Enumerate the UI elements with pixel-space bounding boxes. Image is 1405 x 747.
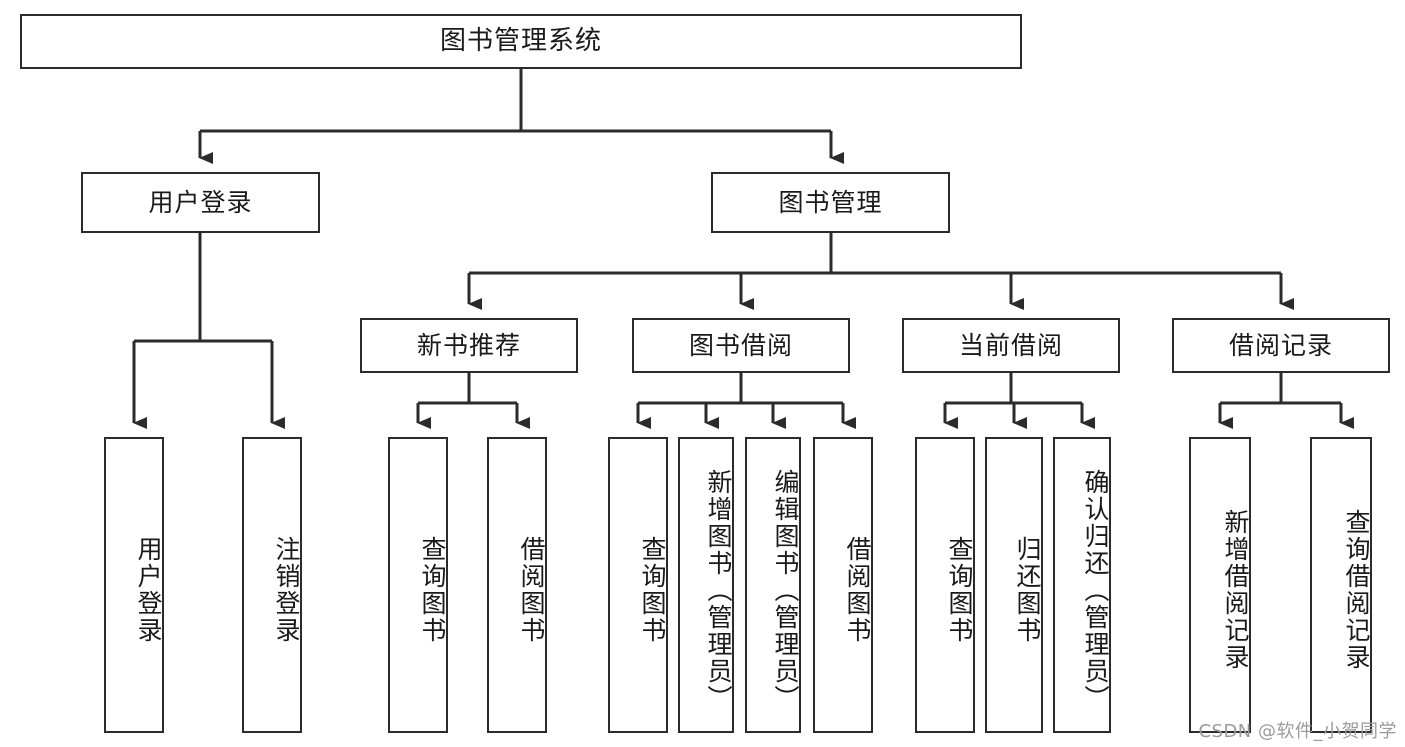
node-new-book-recommend[interactable]: 新书推荐 <box>360 318 578 373</box>
node-book-management[interactable]: 图书管理 <box>711 172 950 233</box>
node-leaf-query-books-recommend[interactable]: 查询图书 <box>388 437 448 733</box>
node-user-login[interactable]: 用户登录 <box>81 172 320 233</box>
node-root[interactable]: 图书管理系统 <box>20 14 1022 69</box>
node-book-borrow[interactable]: 图书借阅 <box>632 318 850 373</box>
node-leaf-user-login[interactable]: 用户登录 <box>104 437 164 733</box>
node-leaf-logout-login[interactable]: 注销登录 <box>242 437 302 733</box>
node-borrow-records[interactable]: 借阅记录 <box>1172 318 1390 373</box>
node-leaf-query-books-current[interactable]: 查询图书 <box>915 437 975 733</box>
watermark-text: CSDN @软件_小贺同学 <box>1198 721 1397 742</box>
node-leaf-add-book-admin[interactable]: 新增图书（管理员） <box>678 437 734 733</box>
node-leaf-borrow-books-borrow[interactable]: 借阅图书 <box>813 437 873 733</box>
node-leaf-edit-book-admin[interactable]: 编辑图书（管理员） <box>745 437 801 733</box>
node-current-borrow[interactable]: 当前借阅 <box>902 318 1120 373</box>
node-leaf-confirm-return-admin[interactable]: 确认归还（管理员） <box>1053 437 1111 733</box>
node-leaf-return-books[interactable]: 归还图书 <box>985 437 1043 733</box>
node-leaf-borrow-books-recommend[interactable]: 借阅图书 <box>487 437 547 733</box>
node-leaf-query-books-borrow[interactable]: 查询图书 <box>608 437 668 733</box>
node-leaf-add-borrow-record[interactable]: 新增借阅记录 <box>1189 437 1251 733</box>
node-leaf-query-borrow-record[interactable]: 查询借阅记录 <box>1310 437 1372 733</box>
